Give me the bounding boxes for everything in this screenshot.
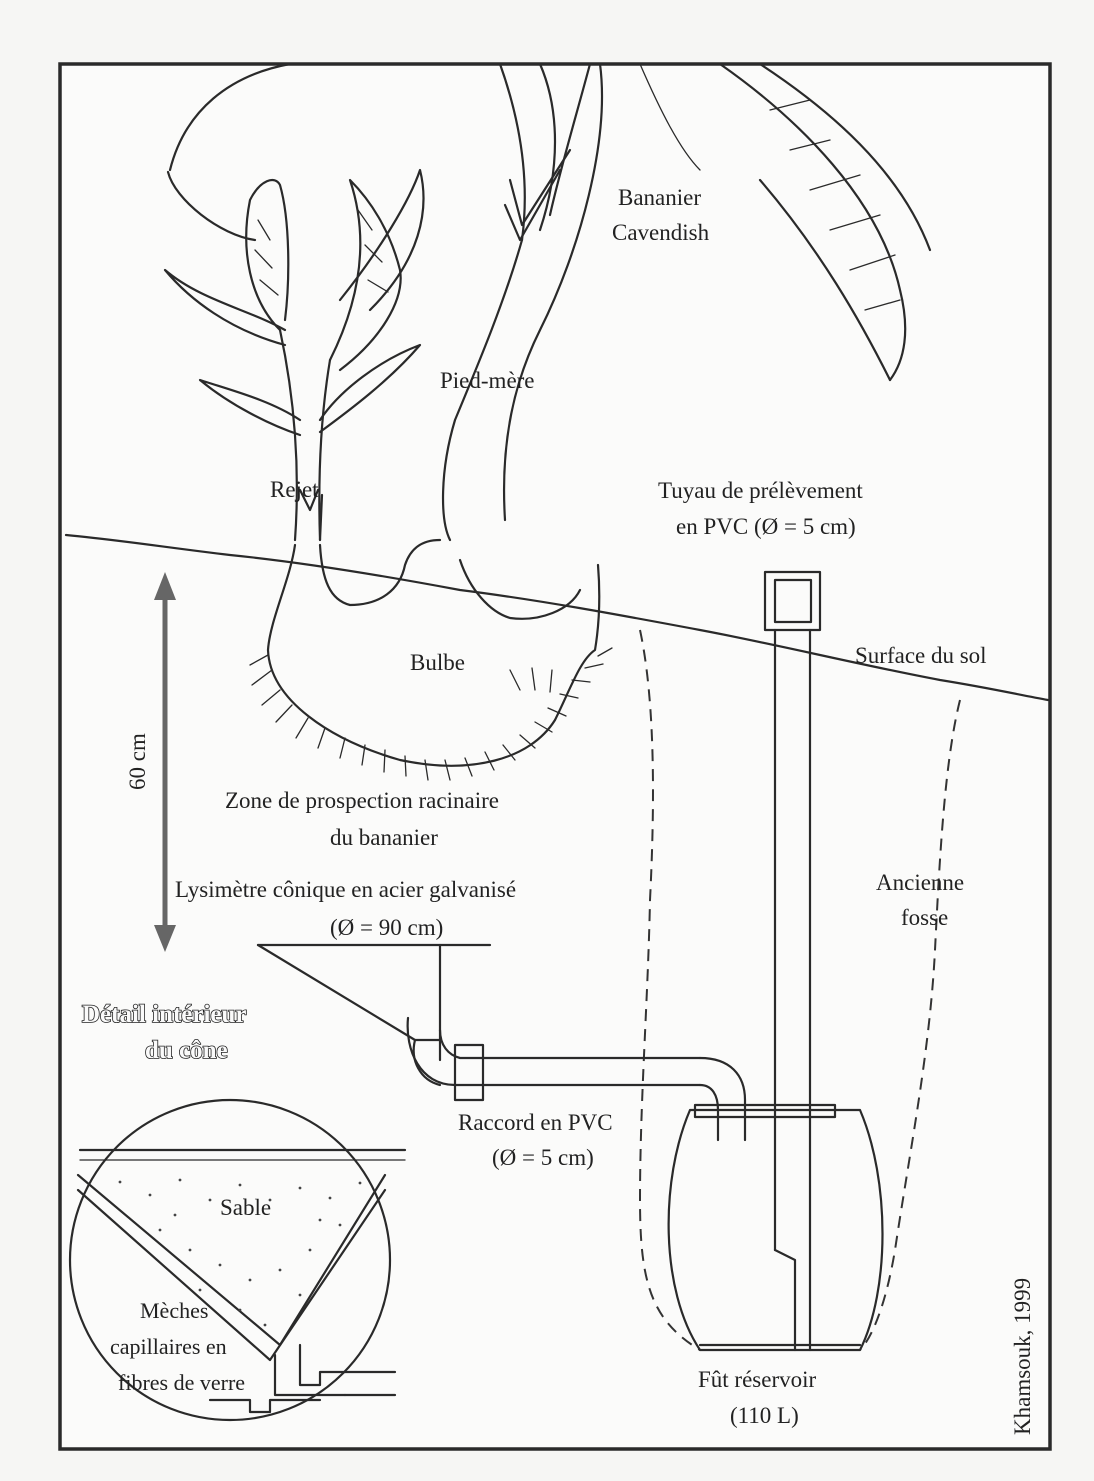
sucker-label: Rejet: [270, 477, 319, 502]
old-pit-label-line2: fosse: [901, 905, 948, 930]
bulb-label: Bulbe: [410, 650, 465, 675]
pipe-label-line2: en PVC (Ø = 5 cm): [676, 514, 856, 539]
old-pit-label-line1: Ancienne: [876, 870, 964, 895]
root-zone-line1: Zone de prospection racinaire: [225, 788, 499, 813]
connector-label-line2: (Ø = 5 cm): [492, 1145, 594, 1170]
detail-title-line2: du cône: [145, 1037, 228, 1064]
depth-label: 60 cm: [125, 733, 150, 790]
tank-label-line2: (110 L): [730, 1403, 799, 1428]
lysimeter-label-line2: (Ø = 90 cm): [330, 915, 443, 940]
mother-plant-label: Pied-mère: [440, 368, 535, 393]
detail-title-line1: Détail intérieur: [82, 1001, 247, 1028]
wicks-label-line2: capillaires en: [110, 1334, 227, 1359]
diagram-frame: [60, 64, 1050, 1449]
wicks-label-line3: fibres de verre: [118, 1370, 245, 1395]
plant-name-line1: Bananier: [618, 185, 701, 210]
tank-label-line1: Fût réservoir: [698, 1367, 817, 1392]
root-zone-line2: du bananier: [330, 825, 438, 850]
plant-name-line2: Cavendish: [612, 220, 710, 245]
pipe-label-line1: Tuyau de prélèvement: [658, 478, 863, 503]
wicks-label-line1: Mèches: [140, 1298, 208, 1323]
credit-label: Khamsouk, 1999: [1010, 1278, 1035, 1435]
lysimeter-label-line1: Lysimètre cônique en acier galvanisé: [175, 877, 516, 902]
connector-label-line1: Raccord en PVC: [458, 1110, 613, 1135]
soil-surface-label: Surface du sol: [855, 643, 987, 668]
sand-label: Sable: [220, 1195, 271, 1220]
